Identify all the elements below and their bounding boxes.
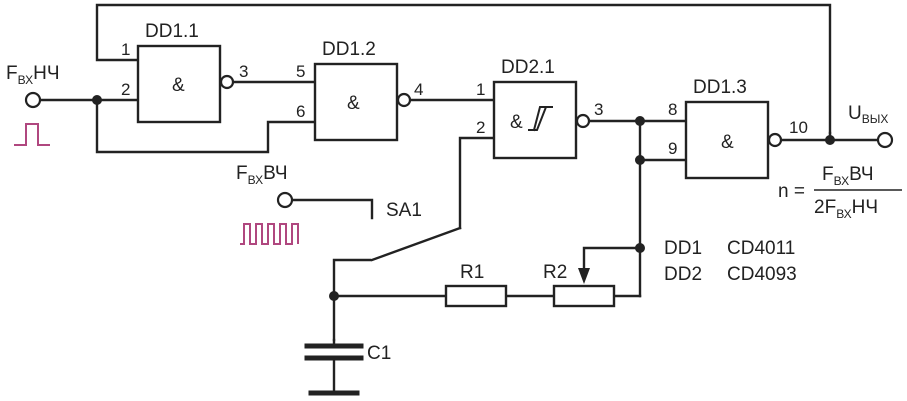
pin-number: 3: [239, 62, 248, 81]
gate-symbol: &: [172, 75, 185, 96]
wires: [38, 3, 880, 394]
hf-pulse-waveform: [240, 223, 299, 245]
gate-symbol: &: [347, 93, 360, 114]
gate-symbol: &: [510, 112, 523, 133]
pin-number: 3: [594, 100, 603, 119]
junction-dot: [635, 155, 645, 165]
pin-number: 2: [121, 80, 130, 99]
output-label: UВЫХ: [848, 103, 888, 126]
pin-number: 1: [476, 80, 485, 99]
formula-numerator: FВХВЧ: [822, 164, 874, 188]
gate-dd2-1: DD2.1 & 1 2 3: [476, 57, 603, 160]
lf-pulse-waveform: [14, 123, 50, 146]
pin-number: 4: [414, 80, 423, 99]
formula-lhs: n =: [778, 181, 805, 202]
pin-number: 10: [789, 118, 808, 137]
ratio-formula: n = FВХВЧ 2FВХНЧ: [778, 164, 902, 221]
pin-number: 2: [476, 118, 485, 137]
switch-label: SA1: [386, 200, 422, 221]
gate-symbol: &: [721, 132, 734, 153]
resistor-label: R2: [543, 262, 567, 283]
lf-input-terminal: [24, 91, 42, 109]
pin-number: 8: [668, 100, 677, 119]
junction-dot: [635, 116, 645, 126]
chip-ref: DD2: [664, 264, 702, 285]
gate-label: DD2.1: [501, 57, 555, 78]
junctions: [92, 95, 835, 301]
gate-label: DD1.3: [693, 77, 747, 98]
capacitor-c1: C1: [304, 343, 391, 396]
hf-input-terminal: [276, 191, 294, 209]
pin-number: 6: [296, 102, 305, 121]
resistor-r1: R1: [444, 262, 508, 308]
gate-label: DD1.2: [322, 39, 376, 60]
junction-dot: [635, 243, 645, 253]
capacitor-label: C1: [367, 343, 391, 364]
junction-dot: [329, 291, 339, 301]
output-terminal: [876, 131, 894, 149]
gate-label: DD1.1: [145, 21, 199, 42]
resistor-label: R1: [460, 262, 484, 283]
pin-number: 5: [296, 62, 305, 81]
pin-number: 9: [668, 139, 677, 158]
chip-part: CD4011: [727, 238, 795, 259]
gate-dd1-2: DD1.2 & 5 6 4: [296, 39, 423, 142]
pin-number: 1: [121, 40, 130, 59]
lf-input-label: FВХНЧ: [6, 63, 59, 87]
junction-dot: [92, 95, 102, 105]
gate-dd1-3: DD1.3 & 8 9 10: [668, 77, 808, 180]
gate-dd1-1: DD1.1 & 1 2 3: [121, 21, 248, 124]
chip-list: DD1 CD4011 DD2 CD4093: [664, 238, 797, 285]
junction-dot: [825, 135, 835, 145]
chip-part: CD4093: [727, 264, 797, 285]
resistor-r2: R2: [543, 262, 616, 308]
chip-ref: DD1: [664, 238, 702, 259]
formula-denominator: 2FВХНЧ: [814, 197, 878, 221]
hf-input-label: FВХВЧ: [236, 163, 288, 187]
